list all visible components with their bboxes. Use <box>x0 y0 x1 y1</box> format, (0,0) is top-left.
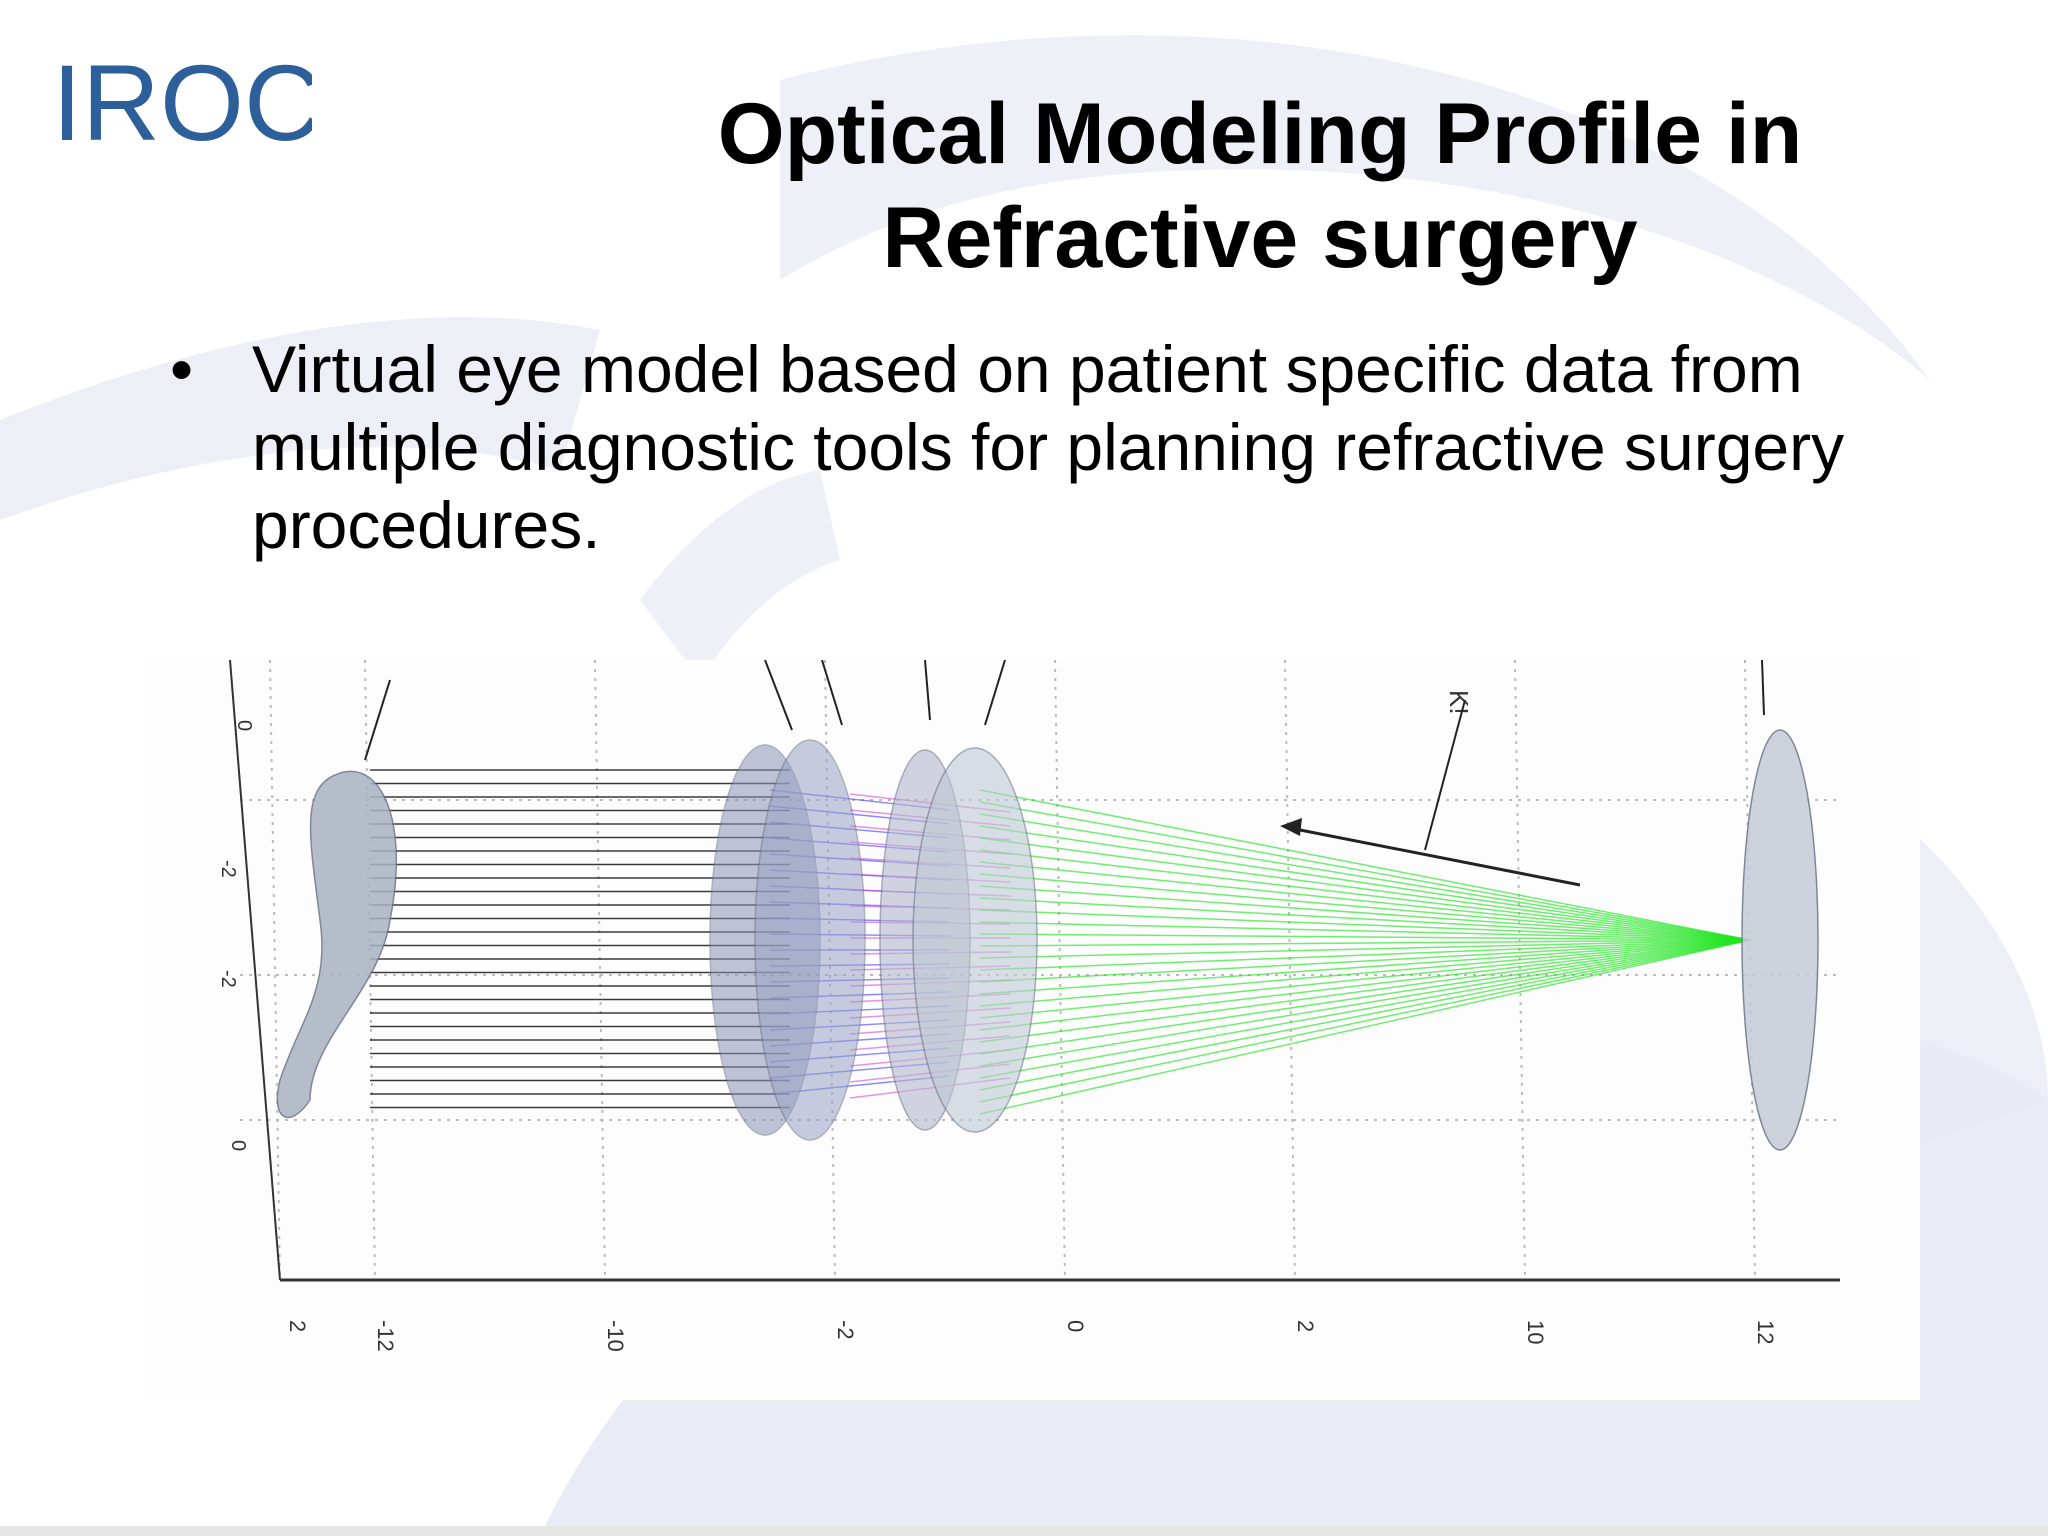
converging-ray <box>979 939 1751 983</box>
lens-element <box>1741 729 1819 1151</box>
cornea-shape <box>276 770 398 1119</box>
slide-title: Optical Modeling Profile in Refractive s… <box>560 82 1960 290</box>
converging-ray <box>979 789 1751 941</box>
lens-element <box>912 747 1038 1133</box>
pointer-line <box>821 660 843 726</box>
bottom-tick-label: 12 <box>1753 1320 1778 1344</box>
left-axis-line <box>229 660 281 1281</box>
converging-ray <box>979 909 1751 941</box>
bullet-line-3: procedures. <box>252 488 601 562</box>
bottom-tick-label: -12 <box>373 1320 398 1352</box>
bottom-tick-label: 10 <box>1523 1320 1548 1344</box>
converging-ray <box>979 939 1751 1079</box>
converging-ray <box>979 939 1751 1115</box>
pointer-line <box>984 660 1006 726</box>
bottom-tick-label: 0 <box>1063 1320 1088 1332</box>
ray-direction-arrow <box>1289 826 1581 887</box>
converging-ray <box>979 933 1751 941</box>
converging-ray <box>979 939 1751 947</box>
converging-ray <box>979 939 1751 1007</box>
converging-ray <box>979 939 1751 1043</box>
bottom-tick-label: -2 <box>833 1320 858 1340</box>
bottom-tick-label: -10 <box>603 1320 628 1352</box>
converging-ray <box>979 939 1751 1031</box>
bullet-line-2: multiple diagnostic tools for planning r… <box>252 410 1845 484</box>
lens-elements <box>276 729 1819 1151</box>
slide-footer-bar <box>0 1526 2048 1536</box>
converging-ray <box>979 825 1751 941</box>
iroc-logo: IROC <box>52 42 322 163</box>
converging-ray <box>979 885 1751 941</box>
pointer-line <box>764 660 793 731</box>
title-line-1: Optical Modeling Profile in <box>717 86 1803 182</box>
left-tick-label: -2 <box>217 860 239 878</box>
lens-element <box>754 739 866 1141</box>
converging-ray <box>979 939 1751 971</box>
pointer-line <box>924 660 931 721</box>
converging-ray <box>979 849 1751 941</box>
converging-ray <box>979 939 1751 1091</box>
converging-ray <box>979 813 1751 941</box>
pointer-line <box>364 679 391 761</box>
bottom-tick-label: 2 <box>285 1320 310 1332</box>
converging-ray <box>979 897 1751 941</box>
left-tick-label: 0 <box>227 1140 249 1151</box>
left-tick-label: -2 <box>217 970 239 988</box>
converging-ray <box>979 861 1751 941</box>
eye-model-diagram: 2 -12 -10 -2 0 2 10 12 0 -2 -2 0 K! <box>150 660 1920 1400</box>
converging-ray <box>979 921 1751 941</box>
converging-ray <box>979 939 1751 1055</box>
bullet-line-1: Virtual eye model based on patient speci… <box>252 332 1803 406</box>
converging-ray <box>979 873 1751 941</box>
logo-text: IROC <box>52 48 312 158</box>
pointer-lines <box>364 660 1765 761</box>
pointer-line <box>1761 660 1765 716</box>
converging-ray <box>979 939 1751 1103</box>
label-leader-line <box>1424 699 1466 851</box>
bottom-tick-label: 2 <box>1293 1320 1318 1332</box>
converging-ray <box>979 837 1751 941</box>
bullet-symbol: • <box>170 332 194 406</box>
bullet-text: Virtual eye model based on patient speci… <box>252 330 1932 564</box>
converging-ray <box>979 939 1751 959</box>
converging-ray <box>979 801 1751 941</box>
converging-ray <box>979 939 1751 1067</box>
ray-label: K! <box>1444 690 1474 715</box>
converging-ray <box>979 939 1751 995</box>
iroc-logo-mark: IROC <box>52 42 322 163</box>
converging-ray <box>979 939 1751 1019</box>
left-tick-label: 0 <box>233 720 255 731</box>
diagram-background <box>150 660 1920 1400</box>
title-line-2: Refractive surgery <box>882 190 1638 286</box>
arrow-head-icon <box>1280 818 1302 836</box>
